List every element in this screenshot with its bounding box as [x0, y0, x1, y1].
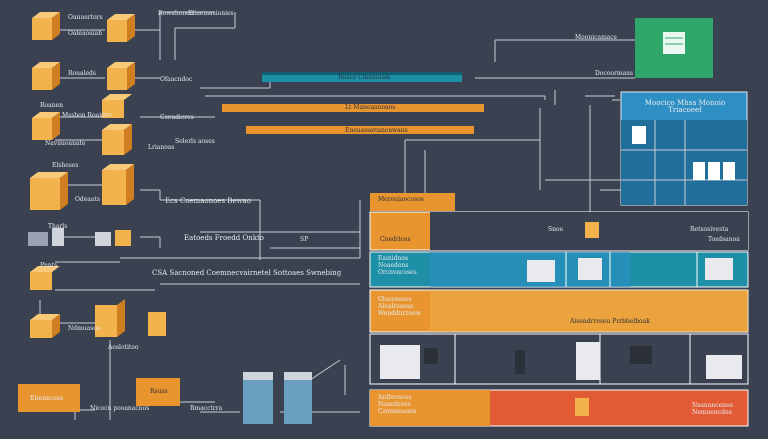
label-left-1: Oaleaoaiah [68, 30, 103, 37]
label-left-15: Rsuss [150, 388, 168, 395]
orange-bar-2-label: Eueuaoaetanoawans [345, 127, 408, 134]
stack-row-1-label: Eainidnos Noaedens Orcnvacoses [378, 255, 417, 276]
stack-row-4-right-label: Nasnancenee Nemuencdee [692, 402, 734, 416]
stack-header: Merouiaocosos [378, 196, 424, 203]
blue-panel-title: Moocico Mhsa Monoio Triacoeef [644, 99, 726, 114]
label-left-10: Ndmuasoa [68, 325, 101, 332]
label-mid-3: Cseudicres [160, 114, 194, 121]
label-left-2: Roualeds [68, 70, 96, 77]
label-left-8: Tharls [48, 223, 68, 230]
label-mid-9: CSA Sacnoned Coemnecvairnetel Sottoaes S… [152, 269, 342, 277]
label-left-5: Naviiuoanate [45, 140, 86, 147]
label-left-6: Elsheses [52, 162, 79, 169]
label-mid-10: Snoe [548, 226, 564, 233]
label-mid-6: Ecs Coemaonoes Bewao [165, 197, 251, 205]
header-bar-label: Ruacr Cmamuals [338, 74, 391, 81]
label-mid-2: Ofaacndoc [160, 76, 193, 83]
server-2 [284, 372, 312, 424]
orange-bar-1-label: Lt Maneaanoaos [345, 104, 396, 111]
right-caption: Moonicamacs [575, 34, 617, 41]
server-1 [243, 372, 273, 424]
label-mid-1: Eliaemasionies [188, 10, 234, 17]
label-mid-5: Solerls aoses [175, 138, 215, 145]
label-mid-0: Rowahonen [158, 10, 194, 17]
label-mid-4: Lrianoas [148, 144, 175, 151]
label-mid-11: Retsosivesta [690, 226, 729, 233]
stack-row-0-right-sub: Tosdsanoa [708, 236, 740, 243]
label-left-11: Aoslotitoo [108, 344, 139, 351]
label-mid-7: Eatoeds Froedd Onkto [184, 234, 265, 242]
layer-stack [369, 193, 749, 427]
label-left-9: Pnnts [40, 262, 58, 269]
label-left-13: Nicocn pooanacnos [90, 405, 150, 412]
stack-row-0-label: Cnedrices [380, 236, 411, 243]
label-left-3: Roanen [40, 102, 63, 109]
stack-row-4-label: Anlbrosces Noaedrees Czenmeaaes [378, 394, 417, 415]
label-left-7: Odeaats [75, 196, 100, 203]
right-caption-2: Docoormaus [595, 70, 634, 77]
stack-row-2-right-label: Aisendrreseu Prrbbelboak [570, 318, 650, 325]
stack-row-2-label: Olsceeeses Aioalroaoss Wenddurzeew [378, 296, 421, 317]
label-left-4: Mssbon Roaidev [62, 112, 112, 119]
label-left-14: Rmacctrra [190, 405, 223, 412]
label-left-12: Etienncess [30, 395, 64, 402]
label-left-0: Oanuertors [68, 14, 103, 21]
header-teal-bar [262, 72, 462, 82]
label-mid-8: SP [300, 236, 309, 243]
left-cube-stack [18, 12, 180, 412]
orange-bar-2 [246, 126, 474, 134]
orange-bar-1 [222, 104, 484, 112]
